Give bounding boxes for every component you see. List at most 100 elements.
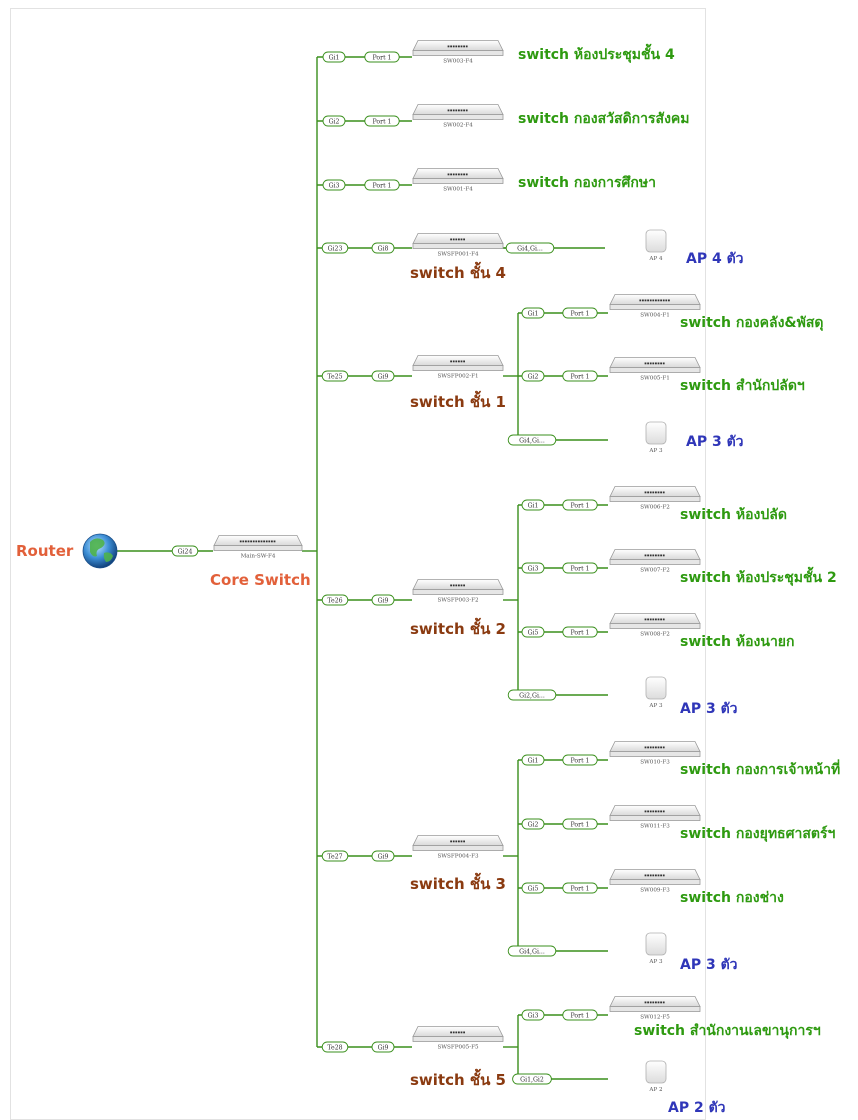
switch-port-dot xyxy=(657,810,660,813)
switch-front xyxy=(609,496,701,502)
switch-front xyxy=(412,50,504,56)
port-pill xyxy=(507,434,557,446)
switch-port-dot xyxy=(455,109,458,112)
floor-switch-label: switch ชั้น 3 xyxy=(410,872,506,893)
switch-port-dot xyxy=(644,1001,647,1004)
switch-label: switch ห้องนายก xyxy=(680,634,794,650)
port-text: Gi9 xyxy=(378,373,389,380)
port-label: Gi24 xyxy=(171,545,199,557)
switch-port-dot xyxy=(662,362,665,365)
globe-land xyxy=(103,552,113,562)
device-name: SW012-F5 xyxy=(640,1015,670,1021)
port-label: Port 1 xyxy=(562,499,598,511)
ap-count-label: AP 3 ตัว xyxy=(680,957,738,973)
port-pill xyxy=(371,594,395,606)
switch-port-dot xyxy=(657,874,660,877)
switch-icon: SW009-F3 xyxy=(609,869,701,894)
port-pill xyxy=(562,1009,598,1021)
port-pill xyxy=(521,499,545,511)
device-name: AP 2 xyxy=(648,1087,663,1093)
switch-label: switch กองยุทธศาสตร์ฯ xyxy=(680,825,835,842)
switch-port-dot xyxy=(657,746,660,749)
port-label: Port 1 xyxy=(562,562,598,574)
port-text: Port 1 xyxy=(571,885,590,892)
device-name: SW004-F1 xyxy=(640,313,670,319)
port-text: Port 1 xyxy=(373,118,392,125)
switch-icon: SW010-F3 xyxy=(609,741,701,766)
port-label: Te27 xyxy=(321,850,349,862)
switch-port-dot xyxy=(639,299,642,302)
port-text: Gi4,Gi... xyxy=(519,948,545,955)
switch-port-dot xyxy=(460,109,463,112)
switch-icon: SW004-F1 xyxy=(609,294,701,319)
port-label: Port 1 xyxy=(364,179,400,191)
port-label: Gi4,Gi... xyxy=(507,434,557,446)
device-name: SW010-F3 xyxy=(640,760,670,766)
port-text: Gi9 xyxy=(378,853,389,860)
switch-port-dot xyxy=(447,45,450,48)
floor-switch-label: switch ชั้น 4 xyxy=(410,261,506,282)
switch-port-dot xyxy=(652,874,655,877)
port-label: Gi9 xyxy=(371,370,395,382)
port-pill xyxy=(171,545,199,557)
switch-port-dot xyxy=(660,746,662,749)
switch-port-dot xyxy=(668,299,670,302)
switch-front xyxy=(609,751,701,757)
switch-port-dot xyxy=(450,840,452,843)
switch-port-dot xyxy=(652,618,655,621)
switch-label: switch ห้องประชุมชั้น 2 xyxy=(680,566,837,586)
port-text: Port 1 xyxy=(571,502,590,509)
switch-port-dot xyxy=(662,874,665,877)
switch-port-dot xyxy=(647,1001,649,1004)
switch-port-dot xyxy=(647,810,649,813)
switch-port-dot xyxy=(657,554,660,557)
port-pill xyxy=(507,945,557,957)
switch-icon: SWSFP001-F4 xyxy=(412,233,504,258)
switch-port-dot xyxy=(452,360,455,363)
switch-port-dot xyxy=(455,238,458,241)
port-text: Port 1 xyxy=(571,1012,590,1019)
port-pill xyxy=(364,179,400,191)
switch-port-dot xyxy=(458,360,460,363)
switch-port-dot xyxy=(460,1031,463,1034)
port-label: Gi5 xyxy=(521,882,545,894)
port-text: Gi1 xyxy=(528,757,539,764)
switch-port-dot xyxy=(450,45,452,48)
switch-icon: SWSFP004-F3 xyxy=(412,835,504,860)
port-text: Port 1 xyxy=(571,821,590,828)
port-label: Gi2 xyxy=(322,115,346,127)
switch-port-dot xyxy=(458,45,460,48)
port-label: Gi1 xyxy=(521,754,545,766)
switch-port-dot xyxy=(657,618,660,621)
ap-count-label: AP 4 ตัว xyxy=(686,251,744,267)
port-text: Gi5 xyxy=(528,885,539,892)
switch-port-dot xyxy=(455,360,458,363)
switch-port-dot xyxy=(242,540,245,543)
switch-front xyxy=(609,1006,701,1012)
switch-port-dot xyxy=(647,746,649,749)
port-text: Gi24 xyxy=(178,548,193,555)
ap-count-label: AP 3 ตัว xyxy=(686,434,744,450)
switch-label: switch ห้องประชุมชั้น 4 xyxy=(518,43,675,63)
switch-port-dot xyxy=(662,746,665,749)
device-name: SWSFP005-F5 xyxy=(437,1045,479,1051)
port-label: Port 1 xyxy=(562,307,598,319)
port-label: Gi9 xyxy=(371,850,395,862)
port-text: Gi2 xyxy=(528,373,539,380)
port-label: Gi2,Gi... xyxy=(507,689,557,701)
switch-port-dot xyxy=(647,362,649,365)
switch-port-dot xyxy=(644,362,647,365)
port-pill xyxy=(321,594,349,606)
port-text: Te26 xyxy=(327,597,342,604)
switch-port-dot xyxy=(268,540,271,543)
switch-port-dot xyxy=(657,1001,660,1004)
switch-icon: SW005-F1 xyxy=(609,357,701,382)
access-point-icon: AP 3 xyxy=(645,421,667,454)
switch-port-dot xyxy=(463,173,465,176)
switch-port-dot xyxy=(662,491,665,494)
port-label: Gi2 xyxy=(521,818,545,830)
switch-port-dot xyxy=(660,810,662,813)
port-pill xyxy=(562,882,598,894)
switch-front xyxy=(412,114,504,120)
